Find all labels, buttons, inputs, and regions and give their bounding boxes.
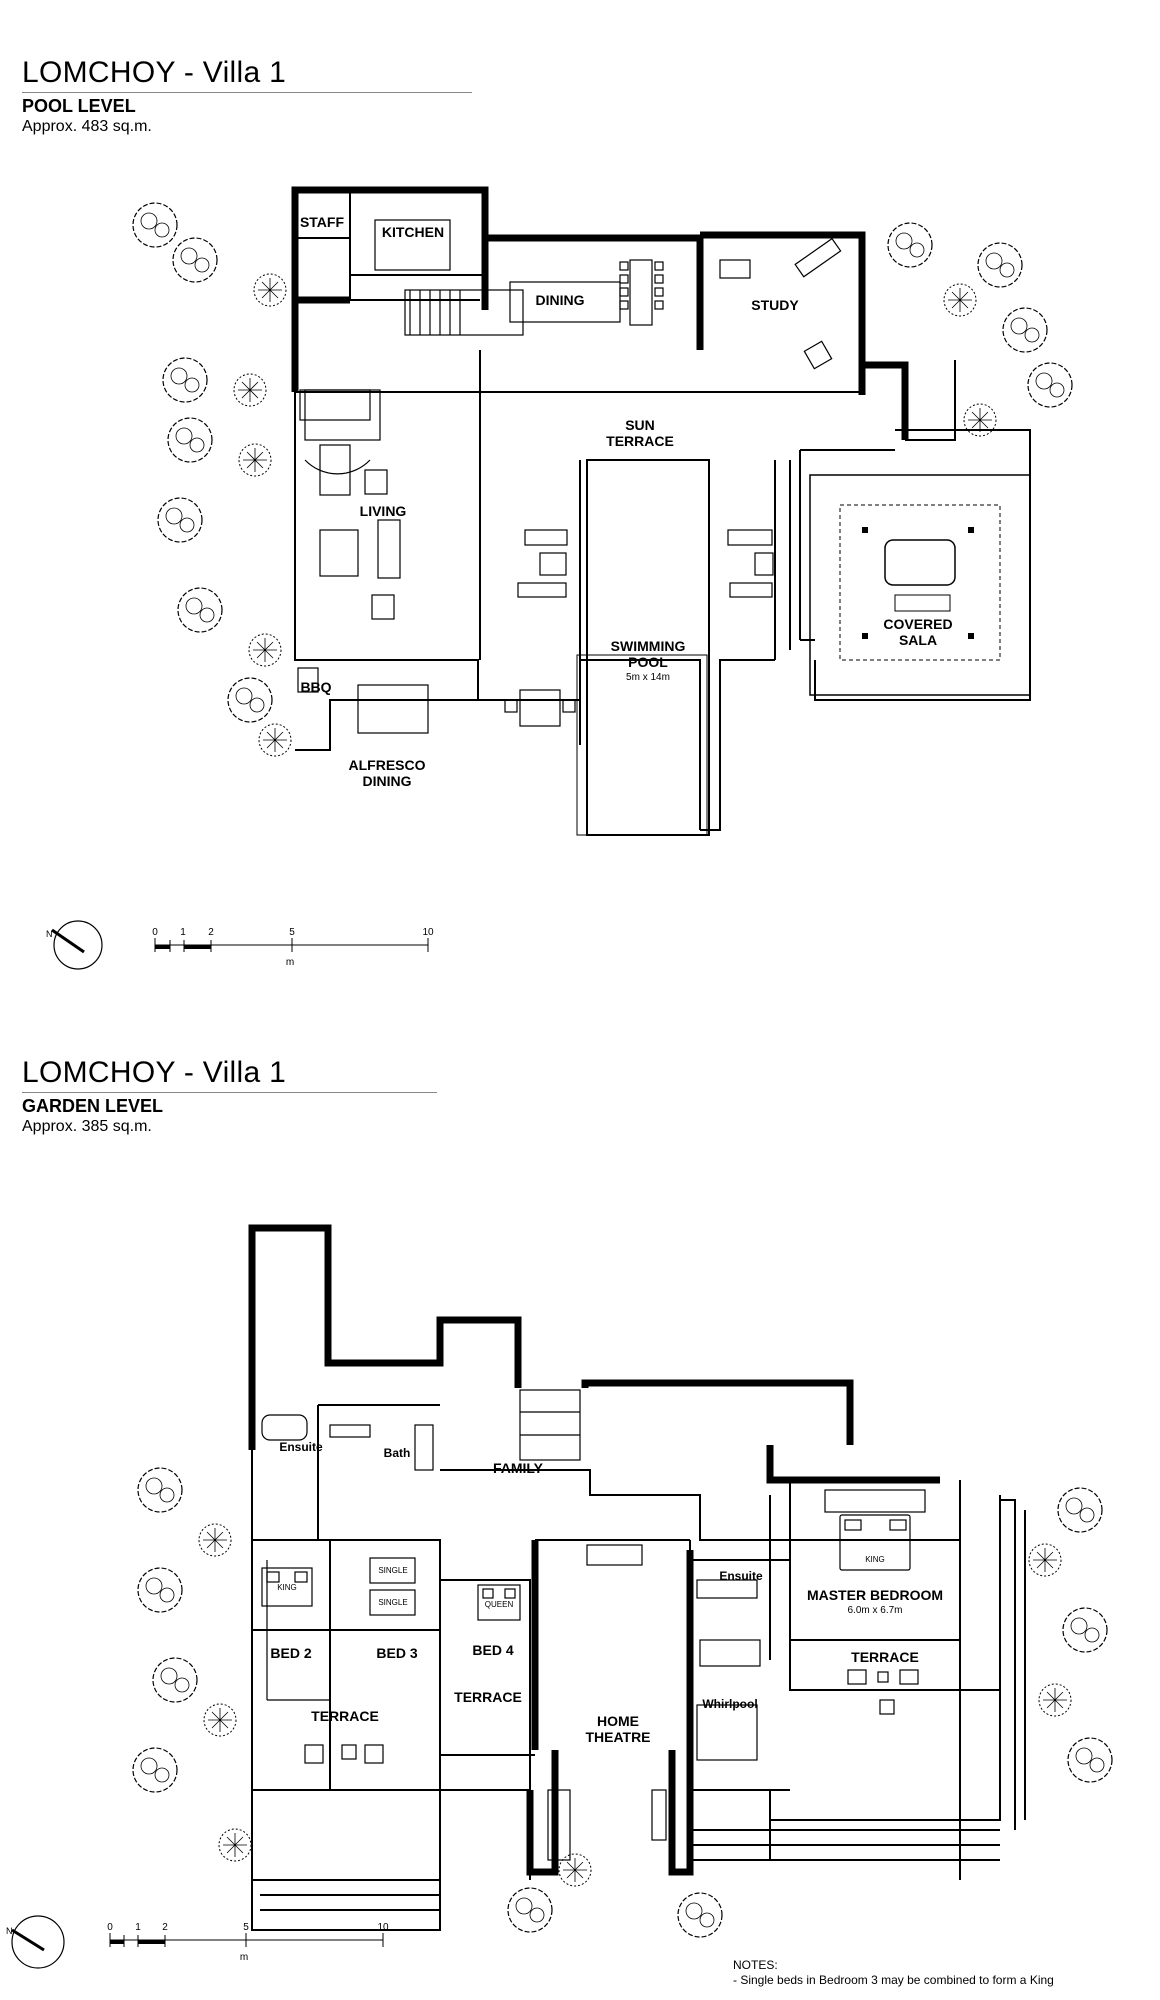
bed-label-king-left: KING [277, 1583, 297, 1592]
room-label-staff: STAFF [300, 214, 345, 230]
room-label-bath: Bath [384, 1446, 411, 1460]
notes-heading: NOTES: [733, 1958, 778, 1972]
room-label-master-bedroom: MASTER BEDROOM [807, 1587, 943, 1603]
room-label-terrace-right: TERRACE [851, 1649, 919, 1665]
svg-text:0: 0 [152, 927, 158, 938]
room-label-living: LIVING [360, 503, 407, 519]
bed-label-single-1: SINGLE [378, 1566, 407, 1575]
room-label-alfresco-dining: DINING [363, 773, 412, 789]
garden-level-landscape [132, 1467, 1113, 1938]
svg-text:10: 10 [422, 927, 434, 938]
garden-level-area: Approx. 385 sq.m. [22, 1118, 152, 1135]
title-rule [22, 92, 472, 93]
pool-level-subtitle: POOL LEVEL [22, 96, 136, 116]
room-label-study: STUDY [751, 297, 799, 313]
svg-text:N: N [46, 929, 53, 939]
room-label-sun-terrace: TERRACE [606, 433, 674, 449]
scale-bar-garden-level: 0 1 2 5 10 m [107, 1922, 389, 1963]
pool-level-plan: STAFF KITCHEN DINING STUDY SUN TERRACE L… [46, 186, 1073, 970]
room-label-pool: POOL [628, 654, 668, 670]
north-arrow-pool-level: N [46, 920, 103, 970]
room-label-kitchen: KITCHEN [382, 224, 444, 240]
room-label-terrace-left: TERRACE [311, 1708, 379, 1724]
svg-text:5: 5 [243, 1922, 249, 1933]
room-label-dining: DINING [536, 292, 585, 308]
svg-text:m: m [286, 957, 294, 968]
svg-text:5: 5 [289, 927, 295, 938]
pool-dimensions: 5m x 14m [626, 672, 670, 683]
room-label-swimming: SWIMMING [611, 638, 686, 654]
room-label-alfresco: ALFRESCO [349, 757, 426, 773]
garden-level-plan: Ensuite Bath FAMILY KING SINGLE SINGLE Q… [6, 1224, 1113, 1969]
svg-text:10: 10 [377, 1922, 389, 1933]
garden-level-header: LOMCHOY - Villa 1 GARDEN LEVEL Approx. 3… [22, 1056, 437, 1136]
svg-text:N: N [6, 1926, 13, 1936]
room-label-theatre: THEATRE [585, 1729, 650, 1745]
scale-bar-pool-level: 0 1 2 5 10 m [152, 927, 434, 968]
pool-level-landscape [132, 202, 1073, 757]
svg-text:2: 2 [162, 1922, 168, 1933]
notes: NOTES: - Single beds in Bedroom 3 may be… [733, 1958, 1054, 1988]
bed-label-queen: QUEEN [485, 1600, 514, 1609]
pool-level-area: Approx. 483 sq.m. [22, 118, 152, 135]
title-rule [22, 1092, 437, 1093]
room-label-bed-3: BED 3 [376, 1645, 417, 1661]
garden-level-subtitle: GARDEN LEVEL [22, 1096, 164, 1116]
room-label-bed-2: BED 2 [270, 1645, 311, 1661]
room-label-whirlpool: Whirlpool [702, 1697, 757, 1711]
garden-level-furniture [261, 1389, 926, 1861]
pool-level-title: LOMCHOY - Villa 1 [22, 56, 287, 89]
room-label-home: HOME [597, 1713, 639, 1729]
room-label-sala: SALA [899, 632, 937, 648]
bed-label-single-2: SINGLE [378, 1598, 407, 1607]
svg-text:1: 1 [135, 1922, 141, 1933]
room-label-family: FAMILY [493, 1460, 544, 1476]
room-label-covered: COVERED [883, 616, 952, 632]
swimming-pool [576, 459, 710, 836]
svg-text:0: 0 [107, 1922, 113, 1933]
garden-level-title: LOMCHOY - Villa 1 [22, 1056, 287, 1089]
room-label-terrace-mid: TERRACE [454, 1689, 522, 1705]
room-label-ensuite-right: Ensuite [719, 1569, 763, 1583]
room-label-bbq: BBQ [300, 679, 331, 695]
svg-text:2: 2 [208, 927, 214, 938]
room-label-sun: SUN [625, 417, 655, 433]
master-bedroom-dimensions: 6.0m x 6.7m [847, 1605, 902, 1616]
room-label-ensuite-left: Ensuite [279, 1440, 323, 1454]
bed-label-king-right: KING [865, 1555, 885, 1564]
room-label-bed-4: BED 4 [472, 1642, 513, 1658]
svg-text:m: m [240, 1952, 248, 1963]
notes-line: - Single beds in Bedroom 3 may be combin… [733, 1973, 1054, 1987]
north-arrow-garden-level: N [6, 1915, 65, 1969]
pool-level-header: LOMCHOY - Villa 1 POOL LEVEL Approx. 483… [22, 56, 472, 136]
pool-level-furniture [297, 219, 842, 734]
covered-sala [809, 474, 1031, 696]
svg-text:1: 1 [180, 927, 186, 938]
